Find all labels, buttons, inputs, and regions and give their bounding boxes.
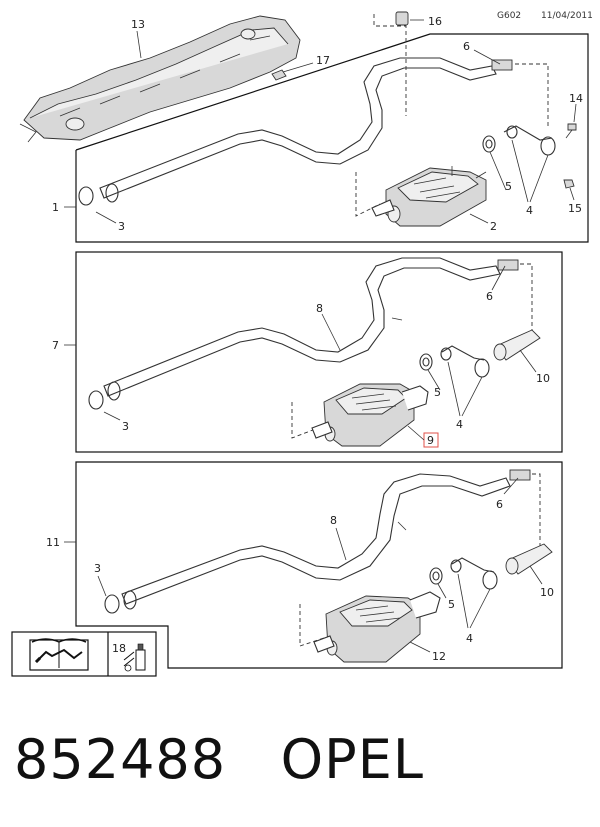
group-frame-1: [75, 33, 589, 243]
hanger-bracket-middle: [440, 345, 490, 378]
callout-3-middle: 3: [122, 420, 129, 433]
callout-4-bottom: 4: [466, 632, 473, 645]
diagram-code: G602: [497, 11, 521, 21]
hanger-bracket-bottom: [450, 557, 498, 590]
callout-6-middle: 6: [486, 290, 493, 303]
callout-2: 2: [490, 220, 497, 233]
callout-15: 15: [568, 202, 582, 215]
callout-7: 7: [52, 339, 59, 352]
callout-14: 14: [569, 92, 583, 105]
callout-8-middle: 8: [316, 302, 323, 315]
callout-3-top: 3: [118, 220, 125, 233]
exhaust-pipe-top: [99, 57, 513, 203]
heat-shield: [19, 15, 301, 143]
callout-4-middle: 4: [456, 418, 463, 431]
gasket-3-top: [78, 186, 94, 206]
manual-book-icon: [29, 638, 89, 671]
callout-5-bottom: 5: [448, 598, 455, 611]
callout-4-top: 4: [526, 204, 533, 217]
exhaust-pipe-middle: [103, 257, 519, 401]
callout-18: 18: [112, 642, 126, 655]
rubber-mount-top: [482, 135, 496, 153]
exhaust-pipe-bottom: [121, 469, 531, 610]
tailpipe-trim-middle: [493, 329, 541, 361]
callout-17: 17: [316, 54, 330, 67]
callout-6-top: 6: [463, 40, 470, 53]
footer-part-label: 852488 OPEL: [14, 728, 424, 791]
rubber-mount-bottom: [429, 567, 443, 585]
brand-name: OPEL: [280, 728, 424, 791]
spray-can-icon: [123, 643, 146, 672]
callout-10-middle: 10: [536, 372, 550, 385]
rear-muffler-top: [371, 166, 487, 227]
clip-part-17: [271, 69, 287, 81]
icon-legend-box: [11, 631, 157, 677]
group-frame-7: [75, 251, 563, 453]
tailpipe-trim-bottom: [505, 543, 553, 575]
nut-part-15: [563, 179, 575, 189]
group-frame-11: [75, 461, 563, 669]
rear-muffler-middle: [311, 383, 429, 447]
callout-6-bottom: 6: [496, 498, 503, 511]
callout-13: 13: [131, 18, 145, 31]
callout-12: 12: [432, 650, 446, 663]
rear-muffler-bottom: [313, 591, 441, 663]
callout-3-bottom: 3: [94, 562, 101, 575]
hanger-bracket-top: [503, 125, 556, 156]
callout-1: 1: [52, 201, 59, 214]
rubber-mount-middle: [419, 353, 433, 371]
bolt-part-14: [565, 123, 577, 139]
callout-8-bottom: 8: [330, 514, 337, 527]
callout-5-middle: 5: [434, 386, 441, 399]
callout-11: 11: [46, 536, 60, 549]
callout-10-bottom: 10: [540, 586, 554, 599]
callout-9: 9: [427, 434, 434, 447]
callout-16: 16: [428, 15, 442, 28]
gasket-3-middle: [88, 390, 104, 410]
diagram-date: 11/04/2011: [541, 11, 593, 21]
part-number: 852488: [14, 728, 227, 791]
callout-5-top: 5: [505, 180, 512, 193]
clip-part-16: [395, 11, 409, 26]
gasket-3-bottom: [104, 594, 120, 614]
